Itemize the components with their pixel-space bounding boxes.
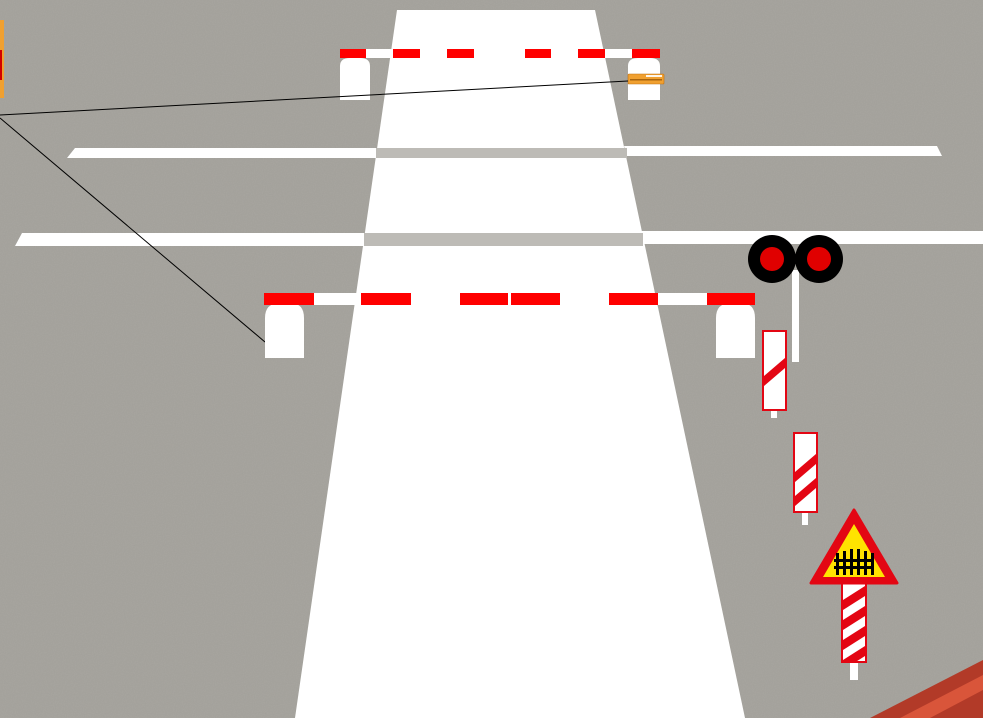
corner-decoration — [870, 660, 983, 718]
edge-label-mark — [0, 50, 2, 80]
countdown-marker-icon — [762, 330, 787, 418]
gate-glyph — [834, 549, 874, 575]
rail-lower — [15, 231, 983, 246]
near-barrier — [264, 293, 755, 358]
far-barrier-post-left — [340, 58, 370, 100]
railway-crossing-with-gate-icon — [809, 508, 899, 680]
near-barrier-post-right — [716, 303, 755, 358]
flashing-light-signal — [748, 235, 843, 362]
twin-red-flashing-lights-icon — [748, 235, 843, 283]
pointer-line-far — [0, 80, 629, 116]
near-barrier-post-left — [265, 303, 304, 358]
signal-pole — [792, 270, 799, 362]
rail-upper — [67, 146, 942, 158]
countdown-marker-icon — [793, 432, 818, 525]
pointer-line-near — [0, 117, 266, 343]
near-barrier-arm — [264, 293, 755, 305]
far-post-label — [627, 73, 665, 85]
road — [295, 10, 745, 718]
far-barrier-arm — [340, 49, 660, 58]
